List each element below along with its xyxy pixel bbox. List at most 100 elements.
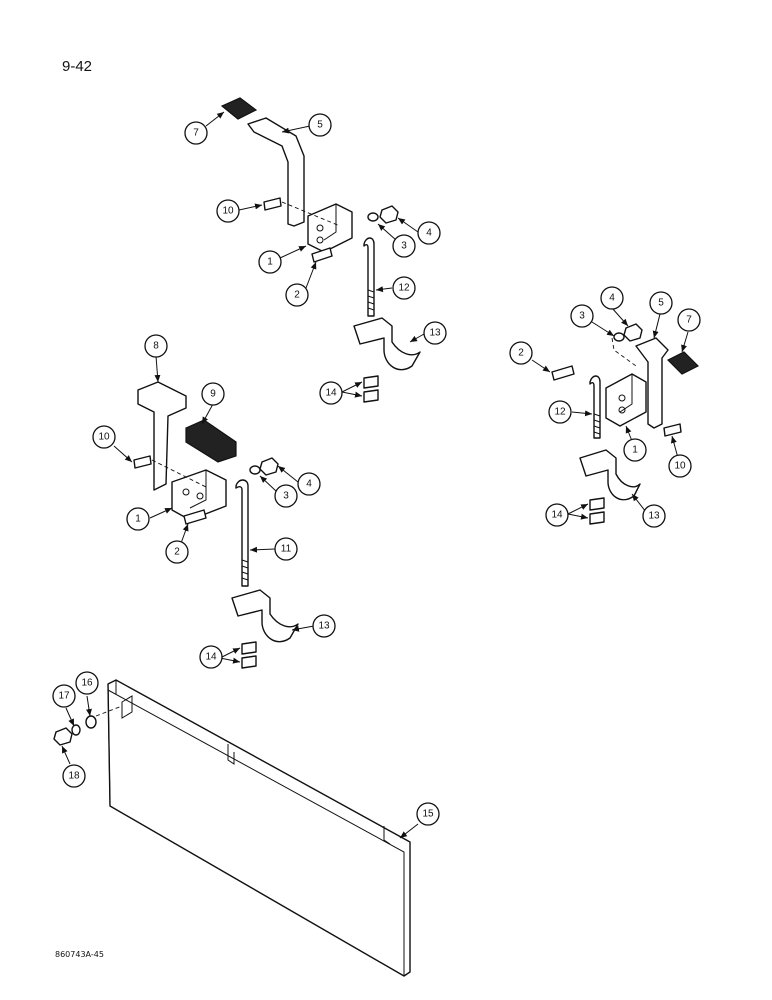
pedal-arm-5-right [635,337,669,429]
callout-14-left: 14 [199,645,223,669]
svg-text:3: 3 [283,491,289,502]
callout-9: 9 [201,382,225,406]
callout-1-left: 1 [126,507,150,531]
svg-text:10: 10 [674,461,686,472]
callout-3-left: 3 [274,484,298,508]
svg-text:13: 13 [318,621,330,632]
callout-14-top: 14 [319,381,343,405]
svg-text:16: 16 [81,678,93,689]
callout-10-right: 10 [668,454,692,478]
callout-5-top: 5 [308,113,332,137]
svg-text:14: 14 [205,652,217,663]
nut-4-left [259,457,279,476]
washer-16 [85,715,97,729]
page-number: 9-42 [62,58,93,75]
figure-code: 860743A-45 [55,950,104,959]
callout-1-right: 1 [623,438,647,462]
svg-text:2: 2 [174,547,180,558]
bolt-10-top [263,197,282,211]
callout-12-right: 12 [548,400,572,424]
callout-10-top: 10 [216,199,240,223]
nut-18 [53,727,73,746]
nuts-14-left [241,641,257,669]
svg-text:18: 18 [68,771,80,782]
bolt-2-right [551,365,575,381]
rod-11 [235,479,249,587]
svg-text:13: 13 [429,328,441,339]
rod-12-top [363,237,375,317]
svg-text:3: 3 [401,241,407,252]
pedal-assembly-top [220,97,421,403]
svg-text:12: 12 [398,283,410,294]
svg-text:1: 1 [632,445,638,456]
svg-text:7: 7 [686,315,692,326]
callout-13-right: 13 [642,504,666,528]
pedal-arm-8 [137,381,187,491]
callout-2-left: 2 [165,540,189,564]
callout-5-right: 5 [649,291,673,315]
callout-16: 16 [75,671,99,695]
svg-text:12: 12 [554,407,566,418]
svg-text:3: 3 [579,311,585,322]
guard-panel-15 [107,679,411,977]
callout-8: 8 [144,334,168,358]
pedal-pad-9 [185,419,237,463]
callout-4-top: 4 [417,221,441,245]
callout-4-left: 4 [297,472,321,496]
callout-7-top: 7 [184,121,208,145]
svg-text:11: 11 [281,544,292,555]
callout-17: 17 [52,684,76,708]
nut-4-top [379,205,399,224]
pedal-assembly-left [133,381,299,669]
bolt-10-left [133,455,152,469]
svg-text:4: 4 [306,479,312,490]
svg-text:8: 8 [153,341,159,352]
svg-text:15: 15 [422,809,434,820]
mounting-bracket-1-right [605,373,647,427]
svg-text:13: 13 [648,511,660,522]
svg-text:4: 4 [426,228,432,239]
svg-text:17: 17 [58,691,70,702]
clamp-13-top [353,317,421,371]
callout-12-top: 12 [392,276,416,300]
callout-14-right: 14 [545,503,569,527]
callouts: 7 5 10 4 3 1 2 12 13 14 8 9 10 4 3 1 2 1… [52,113,701,826]
callout-3-right: 3 [570,304,594,328]
leader-lines [61,111,689,839]
callout-3-top: 3 [392,234,416,258]
svg-text:5: 5 [317,120,323,131]
bolt-2-top [311,247,333,263]
lockwasher-17 [71,724,81,736]
callout-18: 18 [62,764,86,788]
svg-text:14: 14 [551,510,563,521]
rod-12-right [589,375,601,439]
callout-10-left: 10 [92,425,116,449]
guard-panel-assembly [53,679,411,977]
callout-11: 11 [274,537,298,561]
svg-text:4: 4 [609,293,615,304]
callout-13-top: 13 [423,321,447,345]
bolt-2-left [183,509,207,525]
callout-2-top: 2 [285,283,309,307]
svg-text:14: 14 [325,388,337,399]
callout-2-right: 2 [509,341,533,365]
mounting-bracket-1-top [307,203,353,253]
callout-4-right: 4 [600,286,624,310]
nuts-14-top [363,375,379,403]
svg-text:1: 1 [135,514,141,525]
bolt-10-right [663,423,682,437]
svg-text:2: 2 [294,290,300,301]
washer-3-top [367,212,379,222]
svg-text:10: 10 [222,206,234,217]
clamp-13-left [231,589,299,643]
washer-3-left [249,465,261,475]
svg-text:5: 5 [658,298,664,309]
callout-15: 15 [416,802,440,826]
nuts-14-right [589,497,605,525]
svg-text:9: 9 [210,389,216,400]
pedal-pad-7-right [666,351,700,375]
svg-text:10: 10 [98,432,110,443]
svg-text:2: 2 [518,348,524,359]
